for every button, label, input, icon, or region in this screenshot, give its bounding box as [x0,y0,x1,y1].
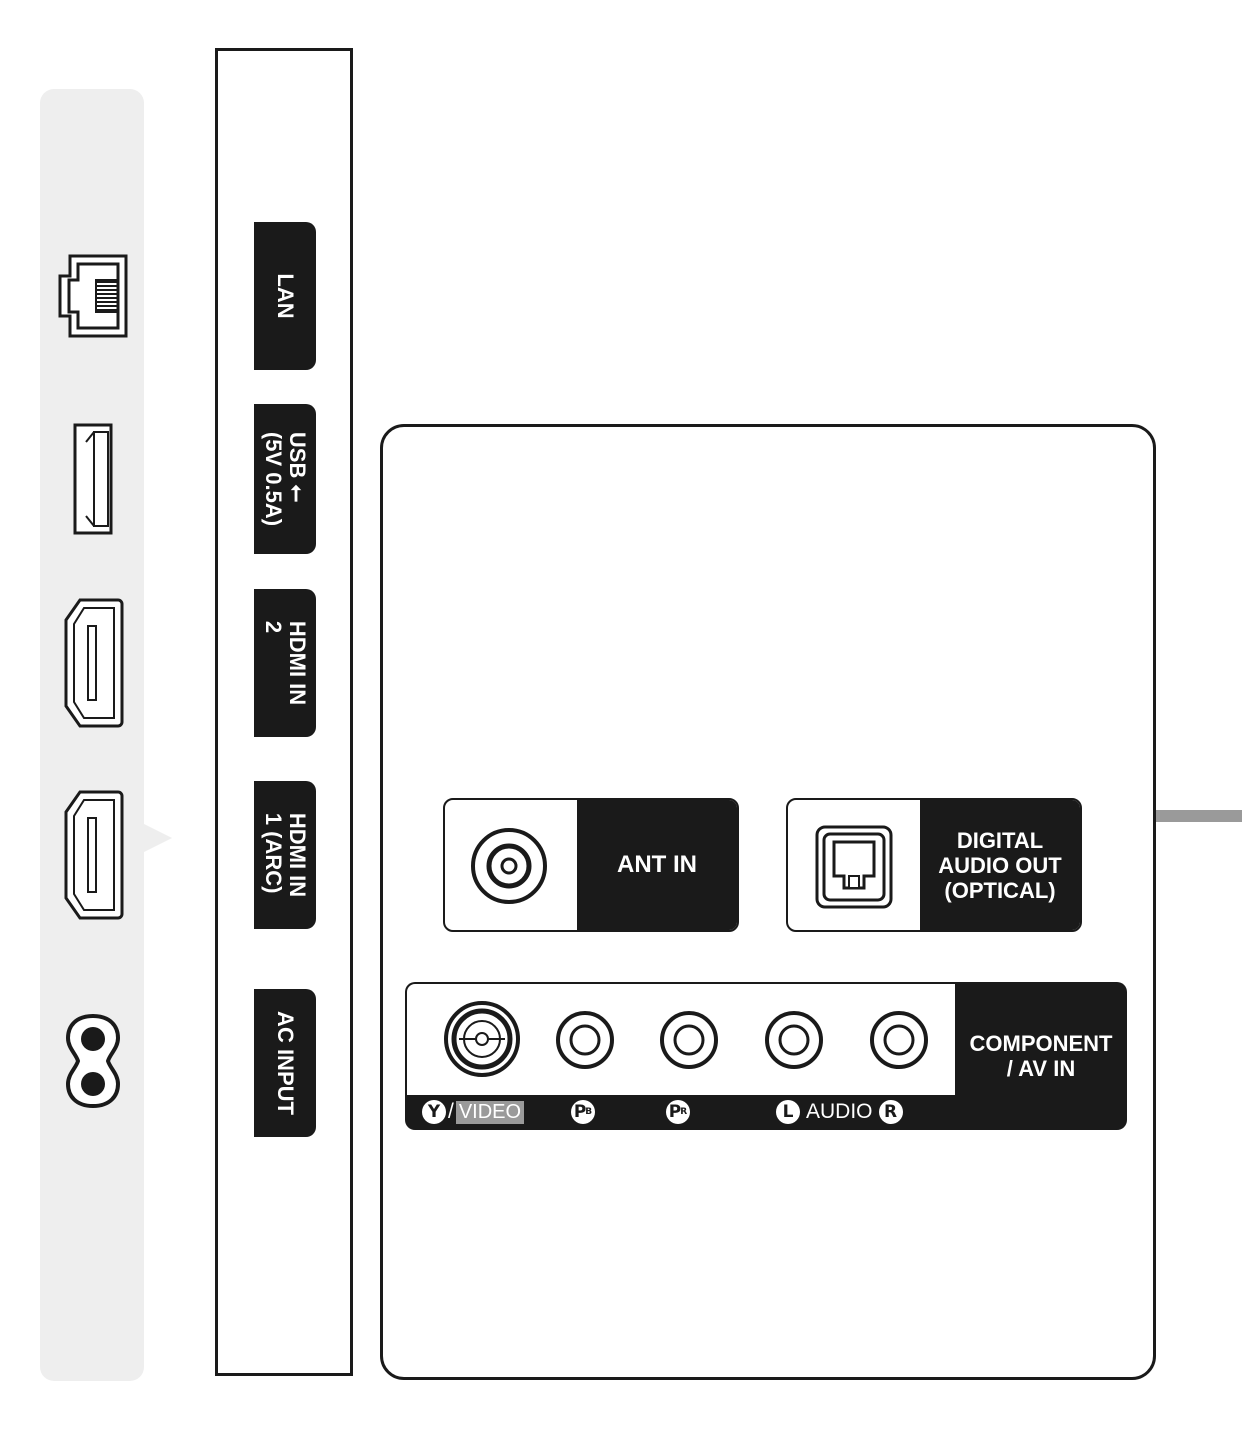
hdmi-2-port-icon [64,598,124,728]
lan-label-text: LAN [273,273,298,319]
y-video-jack-icon [444,1001,520,1077]
pr-badge-sub: R [680,1107,688,1117]
ac-power-port-icon [65,1013,121,1109]
optical-connector-icon [815,825,893,909]
hdmi-2-label-line2: 2 [261,620,286,634]
audio-caption: L AUDIO R [776,1099,903,1125]
lan-label: LAN [254,222,316,370]
caption-slash: / [448,1100,454,1123]
component-av-in-label: COMPONENT / AV IN [955,982,1127,1130]
optical-label-line3: (OPTICAL) [944,877,1056,903]
audio-caption-text: AUDIO [806,1100,873,1123]
usb-label-line1: USB ⭠ [285,431,310,503]
audio-l-jack-icon [765,1011,823,1069]
hdmi-1-port-icon [64,790,124,920]
ac-input-label: AC INPUT [254,989,316,1137]
component-label-line1: COMPONENT [969,1031,1113,1056]
component-jack-row [407,984,955,1095]
pb-badge-letter: P [573,1102,587,1122]
optical-out-label: DIGITAL AUDIO OUT (OPTICAL) [920,800,1080,930]
usb-label-line2: (5V 0.5A) [261,431,286,527]
optical-out-port: DIGITAL AUDIO OUT (OPTICAL) [786,798,1082,932]
side-label-panel: LAN USB ⭠ (5V 0.5A) HDMI IN 2 HDMI IN 1 … [215,48,353,1376]
hdmi-2-label: HDMI IN 2 [254,589,316,737]
ant-in-label: ANT IN [577,800,737,930]
pr-jack-icon [660,1011,718,1069]
hdmi-1-label-line2: 1 (ARC) [261,812,286,894]
ac-input-label-text: AC INPUT [273,1011,298,1115]
strip-pointer [144,824,172,852]
y-video-caption: Y / VIDEO [422,1099,525,1125]
coax-connector-icon [471,828,547,904]
audio-r-jack-icon [870,1011,928,1069]
optical-label-line2: AUDIO OUT [938,852,1062,878]
hdmi-1-label: HDMI IN 1 (ARC) [254,781,316,929]
pb-jack-icon [556,1011,614,1069]
usb-port-icon [73,423,113,535]
hdmi-1-label-line1: HDMI IN [285,812,310,898]
video-caption: VIDEO [455,1100,525,1124]
y-badge: Y [422,1100,446,1124]
r-badge: R [878,1100,903,1124]
hdmi-2-label-line1: HDMI IN [285,620,310,706]
usb-label: USB ⭠ (5V 0.5A) [254,404,316,554]
ant-in-port: ANT IN [443,798,739,932]
panel-edge-bar [1156,810,1242,822]
pr-badge-letter: P [668,1102,682,1122]
component-label-line2: / AV IN [1006,1056,1076,1081]
optical-label-line1: DIGITAL [956,827,1044,853]
l-badge: L [776,1100,800,1124]
lan-port-icon [58,254,128,338]
pb-badge-sub: B [585,1107,593,1117]
